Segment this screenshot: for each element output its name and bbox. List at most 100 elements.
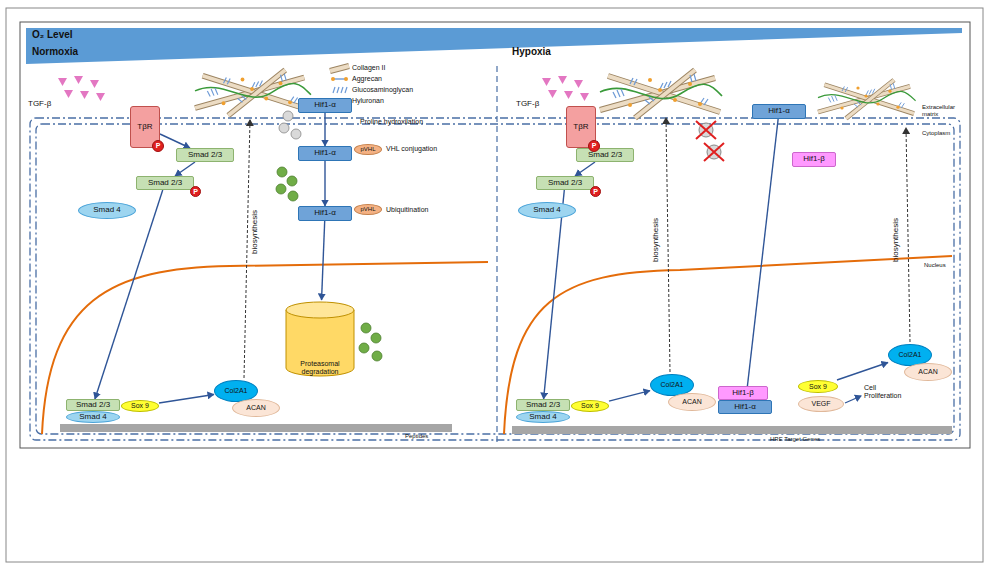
- sox9-oval: Sox 9: [121, 400, 159, 412]
- biosynthesis-arrow: [244, 118, 910, 378]
- text-label: TGF-β: [516, 100, 539, 109]
- arrow-connector: [324, 161, 325, 206]
- cell-membrane: [30, 118, 960, 440]
- node-text: Hif1-α: [734, 403, 756, 411]
- phosphate-badge: P: [590, 186, 601, 197]
- phosphate-badge: P: [588, 140, 600, 152]
- hif-alpha-box: Hif1-α: [298, 98, 352, 113]
- node-text: Smad 4: [79, 413, 107, 421]
- process-label: biosynthesis: [892, 218, 901, 262]
- node-text: Hif1-α: [314, 149, 336, 157]
- text-label: Cell Proliferation: [864, 384, 910, 399]
- smad-box: Smad 2/3: [516, 399, 570, 411]
- pvhl-oval: pVHL: [354, 204, 382, 215]
- smad-box: Smad 2/3: [136, 176, 194, 190]
- gene-oval: ACAN: [232, 399, 280, 417]
- text-label: Nucleus: [924, 262, 946, 269]
- hif-alpha-box: Hif1-α: [752, 104, 806, 119]
- process-label: biosynthesis: [251, 210, 260, 254]
- text-label: HRE Target Genes: [770, 436, 820, 443]
- text-label: TGF-β: [28, 100, 51, 109]
- node-text: ACAN: [246, 404, 265, 411]
- node-text: Smad 2/3: [588, 151, 622, 159]
- oxygen-blocked: [696, 121, 724, 161]
- node-text: Smad 2/3: [76, 401, 110, 409]
- node-text: Smad 2/3: [148, 179, 182, 187]
- text-label: VHL conjugation: [386, 145, 437, 153]
- node-text: Col2A1: [225, 387, 248, 394]
- hif-alpha-box: Hif1-α: [298, 146, 352, 161]
- node-text: Hif1-α: [314, 101, 336, 109]
- smad-box: Smad 2/3: [536, 176, 594, 190]
- arrow-connector: [159, 394, 214, 403]
- node-text: TβR: [137, 123, 152, 131]
- sox9-oval: Sox 9: [798, 380, 838, 393]
- hif-beta-box: Hif1-β: [718, 386, 768, 400]
- node-text: ACAN: [682, 398, 701, 405]
- text-label: Cytoplasm: [922, 130, 950, 137]
- smad4-oval: Smad 4: [518, 202, 576, 219]
- node-text: P: [193, 188, 198, 195]
- sox9-oval: Sox 9: [571, 400, 609, 412]
- nuclear-envelope: [504, 256, 952, 434]
- smad4-oval: Smad 4: [66, 411, 120, 423]
- process-label: biosynthesis: [652, 218, 661, 262]
- node-text: Proteasomal degradation: [284, 360, 356, 375]
- smad4-oval: Smad 4: [516, 411, 570, 423]
- oxygen-gradient-wedge: [26, 28, 962, 64]
- gene-oval: ACAN: [904, 363, 952, 381]
- text-label: Hypoxia: [512, 46, 551, 57]
- legend-text: Collagen II: [352, 64, 385, 71]
- node-text: Col2A1: [899, 351, 922, 358]
- hif-alpha-box: Hif1-α: [718, 400, 772, 414]
- arrow-connector: [575, 162, 595, 176]
- extracellular-matrix: [195, 70, 311, 116]
- hydroxyl-groups: [279, 111, 301, 139]
- node-text: Smad 4: [533, 206, 561, 214]
- arrow-connector: [95, 190, 163, 399]
- node-text: Sox 9: [581, 402, 599, 409]
- extracellular-matrix: [600, 70, 722, 118]
- node-text: Hif1-α: [768, 107, 790, 115]
- node-text: Sox 9: [131, 402, 149, 409]
- dna-bar: [512, 426, 952, 434]
- cylinder-top: [286, 302, 354, 318]
- legend-icons: [330, 66, 349, 102]
- proliferation-arrow: [845, 396, 861, 403]
- node-text: Smad 4: [529, 413, 557, 421]
- phosphate-badge: P: [190, 186, 201, 197]
- legend-text: Aggrecan: [352, 75, 382, 82]
- text-label: O₂ Level: [32, 29, 73, 40]
- node-text: TβR: [573, 123, 588, 131]
- node-text: Smad 4: [93, 206, 121, 214]
- smad-box: Smad 2/3: [576, 148, 634, 162]
- node-text: Hif1-α: [314, 209, 336, 217]
- arrow-connector: [175, 162, 195, 176]
- text-label: Normoxia: [32, 46, 78, 57]
- node-text: Smad 2/3: [188, 151, 222, 159]
- node-text: pVHL: [360, 146, 375, 152]
- node-text: Hif1-β: [803, 155, 825, 163]
- node-text: Smad 2/3: [526, 401, 560, 409]
- phosphate-badge: P: [152, 140, 164, 152]
- arrow-connector: [746, 119, 778, 400]
- proteasome-cylinder: Proteasomal degradation: [284, 300, 356, 378]
- hif-alpha-box: Hif1-α: [298, 206, 352, 221]
- node-text: Sox 9: [809, 383, 827, 390]
- node-text: Hif1-β: [732, 389, 754, 397]
- arrow-connector: [160, 134, 190, 148]
- node-text: P: [593, 188, 598, 195]
- outer-frame: [6, 8, 983, 562]
- cell-membrane: [36, 124, 954, 434]
- node-text: Col2A1: [661, 381, 684, 388]
- node-text: P: [156, 142, 161, 149]
- legend-text: Glucosaminoglycan: [352, 86, 413, 93]
- hif-beta-box: Hif1-β: [792, 152, 836, 167]
- node-text: ACAN: [918, 368, 937, 375]
- gene-oval: VEGF: [798, 396, 844, 412]
- gene-oval: ACAN: [668, 393, 716, 411]
- legend-text: Hyluronan: [352, 97, 384, 104]
